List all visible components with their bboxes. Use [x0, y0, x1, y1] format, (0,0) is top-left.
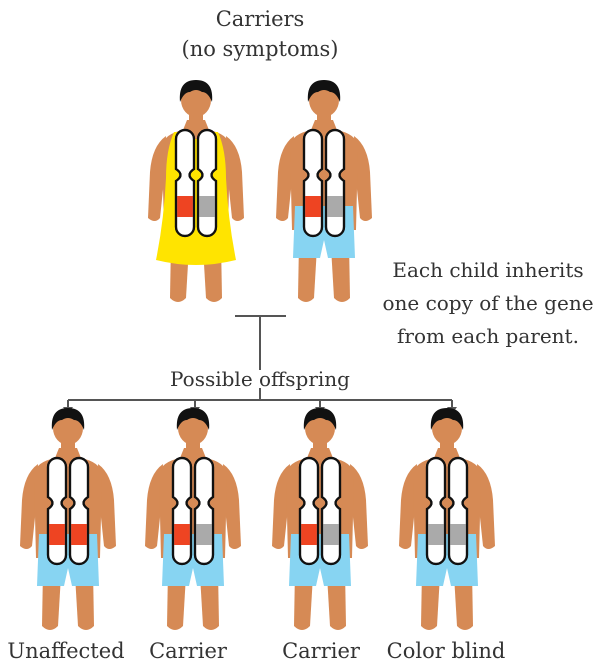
chromosome-outline [48, 458, 66, 564]
chromosome-right [322, 458, 340, 564]
header-line2: (no symptoms) [182, 37, 339, 61]
parent-father-figure [276, 80, 372, 302]
blue-shorts [293, 206, 355, 258]
child-figure-1 [20, 408, 116, 630]
blue-shorts [289, 534, 351, 586]
gene-band [71, 524, 87, 545]
gene-band [428, 524, 444, 545]
chromosome-outline [198, 130, 216, 236]
child-label-3: Carrier [282, 639, 361, 663]
chromosome-outline [300, 458, 318, 564]
gene-band [301, 524, 317, 545]
chromosome-left [176, 130, 194, 236]
chromosome-right [198, 130, 216, 236]
blue-shorts [37, 534, 99, 586]
note-line3: from each parent. [397, 324, 579, 348]
arrowheads [63, 407, 457, 414]
gene-band [196, 524, 212, 545]
gene-band [450, 524, 466, 545]
child-figure-3 [272, 408, 368, 630]
chromosome-right [449, 458, 467, 564]
child-label-2: Carrier [149, 639, 228, 663]
chromosome-right [70, 458, 88, 564]
blue-shorts [416, 534, 478, 586]
note-line1: Each child inherits [392, 258, 583, 282]
chromosome-left [300, 458, 318, 564]
chromosome-left [427, 458, 445, 564]
note-line2: one copy of the gene [382, 291, 593, 315]
gene-band [49, 524, 65, 545]
chromosome-outline [449, 458, 467, 564]
chromosome-right [326, 130, 344, 236]
chromosome-right [195, 458, 213, 564]
child-figure-4 [399, 408, 495, 630]
child-label-1: Unaffected [7, 639, 124, 663]
chromosome-outline [176, 130, 194, 236]
chromosome-outline [427, 458, 445, 564]
gene-band [305, 196, 321, 217]
gene-band [199, 196, 215, 217]
child-label-4: Color blind [387, 639, 506, 663]
child-figure-2 [145, 408, 241, 630]
gene-band [174, 524, 190, 545]
chromosome-outline [326, 130, 344, 236]
gene-band [327, 196, 343, 217]
chromosome-left [173, 458, 191, 564]
gene-band [323, 524, 339, 545]
connector-lines [68, 316, 452, 408]
chromosome-left [48, 458, 66, 564]
chromosome-left [304, 130, 322, 236]
blue-shorts [162, 534, 224, 586]
chromosome-outline [70, 458, 88, 564]
offspring-heading: Possible offspring [170, 367, 350, 391]
gene-band [177, 196, 193, 217]
chromosome-outline [322, 458, 340, 564]
chromosome-outline [173, 458, 191, 564]
header-line1: Carriers [216, 7, 305, 31]
chromosome-outline [195, 458, 213, 564]
parent-mother-figure [148, 80, 244, 302]
chromosome-outline [304, 130, 322, 236]
